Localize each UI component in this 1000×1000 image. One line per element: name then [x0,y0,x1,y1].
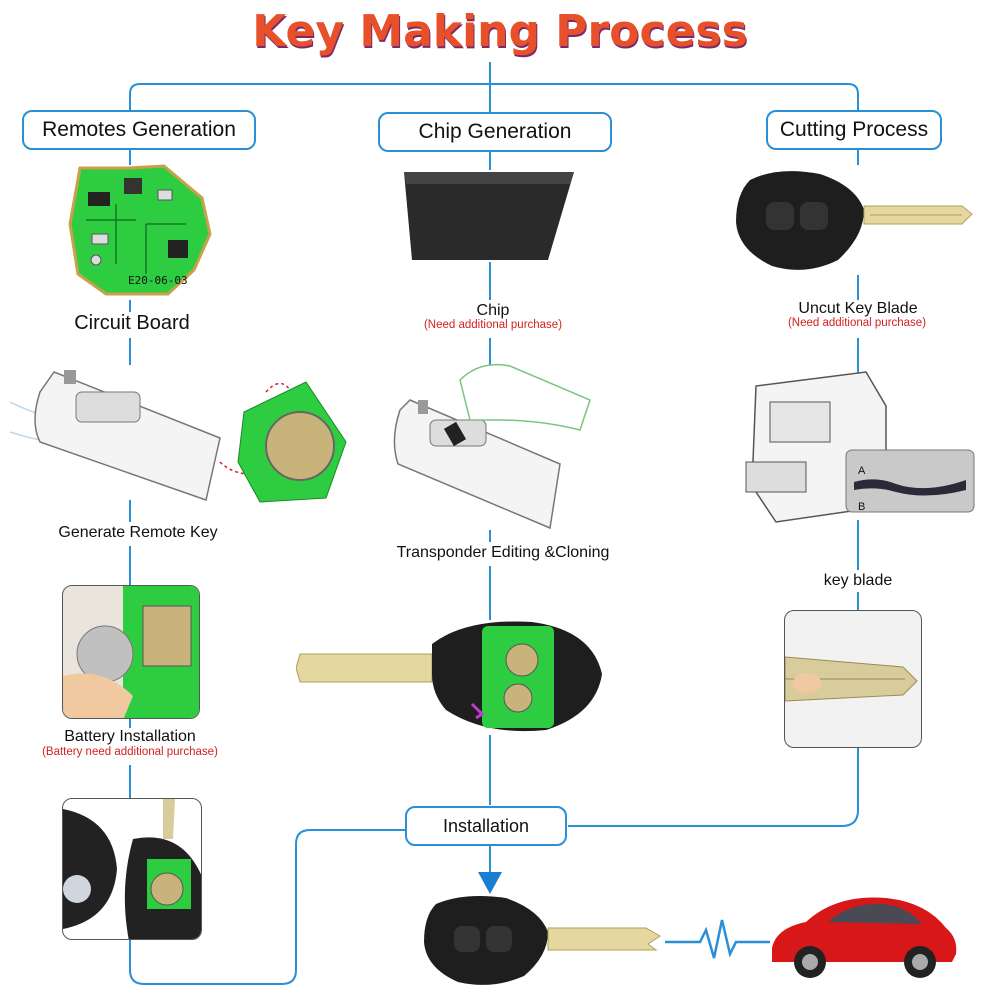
remote-key-with-chip-image [296,621,602,732]
key-assembly-image [63,799,201,939]
chip-note: (Need additional purchase) [423,319,563,331]
chip-caption: Chip [476,302,510,319]
uncut-blade-caption: Uncut Key Blade [798,300,918,317]
generate-remote-caption: Generate Remote Key [58,524,218,541]
key-cutting-machine-image: A B [745,371,975,523]
chip-image [404,172,574,260]
key-assembly-photo [62,798,202,940]
circuit-board-image: E20-06-03 [68,164,212,296]
chip-generation-header: Chip Generation [378,112,612,152]
battery-caption: Battery Installation [64,728,196,745]
circuit-board-caption: Circuit Board [74,312,190,334]
page-title: Key Making Process [252,6,748,57]
key-blade-photo [784,610,922,748]
car-image [772,897,957,978]
key-blade-caption: key blade [823,572,893,589]
uncut-key-image [736,171,973,270]
cutting-process-header: Cutting Process [766,110,942,150]
battery-installation-photo [62,585,200,719]
pcb-marking: E20-06-03 [128,274,188,287]
uncut-blade-note: (Need additional purchase) [787,317,927,329]
battery-note: (Battery need additional purchase) [42,746,218,758]
finished-key-image [424,896,661,985]
key-blade-image [785,656,918,702]
chart-label-b: B [858,501,865,513]
remotes-generation-header: Remotes Generation [22,110,256,150]
installation-header: Installation [405,806,567,846]
key-tool-device-image [10,370,347,503]
transponder-device-image [393,363,591,530]
battery-image [63,586,199,718]
chart-label-a: A [858,465,866,477]
transponder-caption: Transponder Editing &Cloning [396,544,610,561]
